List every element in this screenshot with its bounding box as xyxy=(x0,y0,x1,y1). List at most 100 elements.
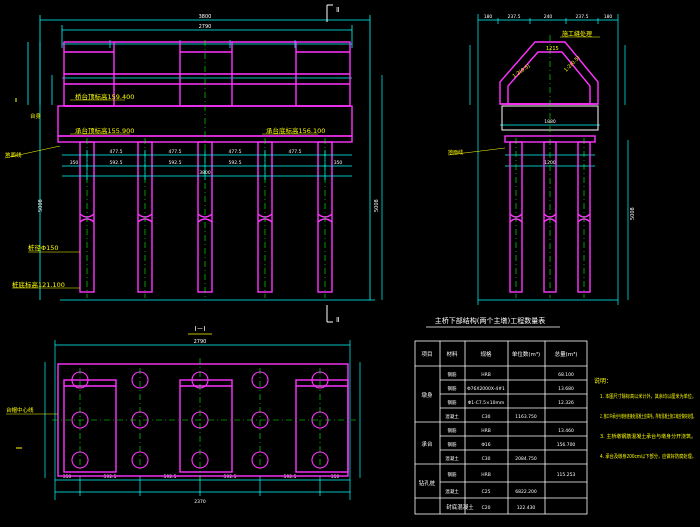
table-row3-total: 12.326 xyxy=(558,400,574,406)
section-top-dim-5: 180 xyxy=(604,14,613,20)
elevation-top-dimensions xyxy=(27,15,371,300)
table-row2-total: 13.680 xyxy=(558,386,574,392)
plan-title: Ⅰ－Ⅰ xyxy=(194,325,205,333)
table-group-cap: 承台 xyxy=(421,440,433,448)
table-row9-material: 混凝土 xyxy=(445,488,459,495)
section-marker-top xyxy=(326,4,333,323)
section-top-label: 施工缝处理 xyxy=(562,30,592,38)
section-marker-top-label: Ⅱ xyxy=(336,6,339,14)
view-edge-marks xyxy=(15,98,22,449)
table-row8-total: 115.253 xyxy=(557,472,576,478)
plan-dim-4: 592.5 xyxy=(224,474,237,480)
note-1: 1. 本图尺寸除标高以米计外，其余均以厘米为单位。 xyxy=(600,393,696,400)
table-row2-spec: Φ76X2000X-4#1 xyxy=(467,386,505,392)
table-row7-spec: C30 xyxy=(482,456,491,462)
notes: 说明： 1. 本图尺寸除标高以米计外，其余均以厘米为单位。 2. 施工中承台与墩… xyxy=(594,377,696,460)
pier-height-dim-right: 5008 xyxy=(374,199,380,212)
table-row5-total: 13.460 xyxy=(558,428,574,434)
table-row1-spec: HRB xyxy=(481,372,491,378)
table-row6-spec: Φ16 xyxy=(481,442,490,448)
section-bottom-dim: 1200 xyxy=(544,160,556,166)
elevation-bottom-dim: 3800 xyxy=(199,170,211,176)
section-view: 180 237.5 240 237.5 180 1880 1200 施工缝 xyxy=(447,14,636,305)
table-group-pier: 墩身 xyxy=(421,391,433,399)
elevation-centerlines xyxy=(86,40,326,298)
elevation-view: 3800 2790 xyxy=(4,4,383,324)
table-header-item: 项目 xyxy=(421,351,432,358)
table-header-total: 总量(m³) xyxy=(555,350,578,358)
elevation-top-label: 桥台顶标高159.400 xyxy=(75,92,134,101)
table-row3-material: 钢筋 xyxy=(448,399,457,406)
table-row9-unit: 6822.200 xyxy=(515,489,537,495)
section-height-dim: 5008 xyxy=(630,207,636,220)
pier-height-dim: 5008 xyxy=(38,199,44,212)
table-row1-total: 68.100 xyxy=(558,372,574,378)
plan-total-bottom: 2370 xyxy=(194,499,206,505)
table-row2-material: 钢筋 xyxy=(448,385,457,392)
section-top-dim-3: 240 xyxy=(544,14,553,20)
ground-line-label: 地面线 xyxy=(5,151,22,159)
pile-spacing2-4: 592.5 xyxy=(229,160,242,166)
table-row1-material: 钢筋 xyxy=(448,371,457,378)
note-2: 2. 施工中承台与墩身连接处混凝土应凿毛，所有混凝土施工缝应做好处理。 xyxy=(600,413,696,420)
pile-spacing2-5: 350 xyxy=(334,160,343,166)
table-title: 主桥下部结构(两个主墩)工程数量表 xyxy=(435,316,545,325)
pile-bottom-label: 桩底标高121.100 xyxy=(12,280,65,289)
pile-spacing2-3: 592.5 xyxy=(169,160,182,166)
section-centerlines xyxy=(515,35,585,298)
table-row4-material: 混凝土 xyxy=(445,413,459,420)
pile-spacing-1: 477.5 xyxy=(110,149,123,155)
table-grid xyxy=(414,340,588,515)
left-note: 台身 xyxy=(30,112,42,120)
table-row5-material: 钢筋 xyxy=(448,427,457,434)
pile-spacing-4: 477.5 xyxy=(289,149,302,155)
table-row7-material: 混凝土 xyxy=(445,455,459,462)
table-row4-unit: 1163.750 xyxy=(515,414,537,420)
plan-dim-2: 592.5 xyxy=(104,474,117,480)
pile-spacing2-1: 350 xyxy=(70,160,79,166)
table-row8-material: 钢筋 xyxy=(448,471,457,478)
table-header-spec: 规格 xyxy=(480,350,492,358)
section-top-dim-2: 237.5 xyxy=(508,14,521,20)
table-body: 钢筋 HRB 68.100 钢筋 Φ76X2000X-4#1 13.680 钢筋… xyxy=(445,371,575,511)
plan-view: Ⅰ－Ⅰ 2790 350 592.5 592.5 592.5 592.5 350… xyxy=(6,325,361,505)
elevation-cap-label: 承台顶标高155.900 xyxy=(75,126,134,135)
table-row10-unit: 122.430 xyxy=(517,505,536,511)
section-apex-dim: 1215 xyxy=(546,46,559,52)
elevation-leaders xyxy=(4,99,318,289)
elevation-pile-dimensions xyxy=(60,75,383,301)
pile-spacing-3: 477.5 xyxy=(229,149,242,155)
section-dimensions xyxy=(469,14,629,305)
section-top-dim-4: 237.5 xyxy=(576,14,589,20)
elevation-bottom-label: 承台底标高156.100 xyxy=(266,126,325,135)
pile-spacing2-2: 592.5 xyxy=(110,160,123,166)
table-row4-spec: C30 xyxy=(482,414,491,420)
table-group-pile: 钻孔桩 xyxy=(419,479,436,487)
plan-dim-6: 350 xyxy=(331,474,340,480)
note-4: 4. 承台及墩身200cm以下部分，应做好防腐处理。 xyxy=(600,453,696,460)
elevation-total-width: 3800 xyxy=(199,14,212,20)
table-header-unit: 单位数(m³) xyxy=(512,350,540,358)
plan-centerlines xyxy=(52,358,356,484)
plan-dim-5: 592.5 xyxy=(284,474,297,480)
plan-left-note: 台帽中心线 xyxy=(6,406,34,414)
pile-spacing-2: 477.5 xyxy=(169,149,182,155)
plan-dim-1: 350 xyxy=(63,474,72,480)
plan-total-width: 2790 xyxy=(194,339,207,345)
table-row3-spec: Φ1-C7.5×10mm xyxy=(468,400,505,406)
section-top-dim-1: 180 xyxy=(484,14,493,20)
notes-title: 说明： xyxy=(594,377,612,385)
table-row10-spec: C20 xyxy=(482,505,491,511)
note-3: 3. 主桥墩钢筋混凝土承台与墩身分开浇筑。 xyxy=(600,433,696,440)
pile-diameter-label: 桩径Φ150 xyxy=(28,243,59,252)
table-row6-material: 钢筋 xyxy=(448,441,457,448)
table-header-material: 材料 xyxy=(446,350,458,358)
table-group-seal: 封底混凝土 xyxy=(446,503,474,511)
quantity-table: 主桥下部结构(两个主墩)工程数量表 项目 材料 规格 单位数(m³) 总量(m³… xyxy=(414,316,588,515)
section-marker-bottom-label: Ⅱ xyxy=(336,316,339,324)
elevation-cap-width: 2790 xyxy=(199,24,212,30)
table-row6-total: 156.700 xyxy=(557,442,576,448)
table-row8-spec: HRB xyxy=(481,472,491,478)
table-row9-spec: C25 xyxy=(482,489,491,495)
